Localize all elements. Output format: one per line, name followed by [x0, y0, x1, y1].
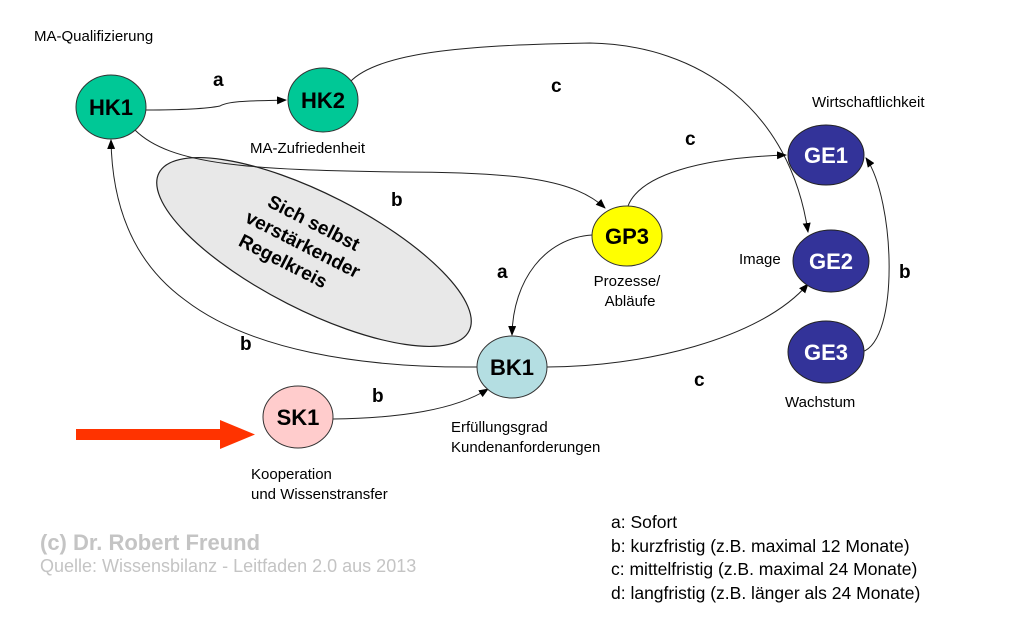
node-hk1[interactable]: HK1 [75, 74, 147, 140]
edge-label-bk1-ge2: c [694, 370, 705, 391]
entry-arrow-head [220, 420, 255, 449]
edge-label-hk2-ge2: c [551, 76, 562, 97]
node-bk1-shape[interactable] [476, 335, 548, 399]
node-ge1-label: GE1 [804, 143, 848, 168]
edge-sk1-bk1 [332, 388, 489, 420]
caption-hk1: MA-Qualifizierung [34, 28, 153, 45]
node-ge3[interactable]: GE3 [787, 320, 865, 384]
edge-hk1-hk2 [145, 96, 287, 111]
node-captions: MA-Qualifizierung MA-Zufriedenheit Proze… [34, 28, 925, 503]
edge-gp3-ge1 [627, 151, 787, 207]
edge-ge3-ge1 [861, 157, 890, 353]
node-sk1-shape[interactable] [262, 385, 334, 449]
caption-bk1-line-1: Erfüllungsgrad [451, 419, 548, 436]
edge-bk1-ge2 [546, 283, 809, 368]
caption-ge3: Wachstum [785, 394, 855, 411]
node-gp3-label: GP3 [605, 224, 649, 249]
entry-arrow [76, 420, 255, 449]
caption-sk1-line-2: und Wissenstransfer [251, 486, 388, 503]
node-hk1-label: HK1 [89, 95, 133, 120]
node-ge2[interactable]: GE2 [792, 229, 870, 293]
edges [107, 42, 890, 420]
legend-item-d: d: langfristig (z.B. länger als 24 Monat… [611, 582, 921, 603]
edge-label-ge3-ge1: b [899, 262, 911, 283]
copyright-author: (c) Dr. Robert Freund [40, 530, 261, 555]
node-gp3[interactable]: GP3 [591, 205, 663, 267]
node-hk2-label: HK2 [301, 88, 345, 113]
node-ge2-shape[interactable] [792, 229, 870, 293]
edge-label-gp3-ge1: c [685, 129, 696, 150]
reinforcing-loop: Sich selbst verstärkender Regelkreis [156, 157, 472, 347]
node-gp3-shape[interactable] [591, 205, 663, 267]
edge-label-gp3-bk1: a [497, 262, 508, 283]
caption-gp3-line-1: Prozesse/ [594, 273, 662, 290]
node-ge1[interactable]: GE1 [787, 124, 865, 186]
timeframe-legend: a: Sofort b: kurzfristig (z.B. maximal 1… [611, 511, 920, 605]
edge-label-hk1-hk2: a [213, 70, 224, 91]
source-citation: Quelle: Wissensbilanz - Leitfaden 2.0 au… [40, 556, 417, 576]
node-ge1-shape[interactable] [787, 124, 865, 186]
node-bk1-label: BK1 [490, 355, 534, 380]
node-ge2-label: GE2 [809, 249, 853, 274]
edge-gp3-bk1 [508, 234, 593, 336]
edge-bk1-hk1 [107, 139, 478, 368]
caption-gp3-line-2: Abläufe [605, 293, 656, 310]
node-ge3-shape[interactable] [787, 320, 865, 384]
caption-bk1-line-2: Kundenanforderungen [451, 439, 600, 456]
caption-ge2: Image [739, 251, 781, 268]
reinforcing-loop-shape [156, 157, 472, 347]
legend-item-a: a: Sofort [611, 512, 678, 532]
node-hk2-shape[interactable] [287, 67, 359, 133]
node-hk1-shape[interactable] [75, 74, 147, 140]
caption-sk1-line-1: Kooperation [251, 466, 332, 483]
node-hk2[interactable]: HK2 [287, 67, 359, 133]
edge-hk2-ge2 [349, 42, 811, 233]
node-sk1[interactable]: SK1 [262, 385, 334, 449]
node-sk1-label: SK1 [277, 405, 320, 430]
legend-item-b: b: kurzfristig (z.B. maximal 12 Monate) [611, 535, 910, 556]
caption-hk2: MA-Zufriedenheit [250, 140, 366, 157]
entry-arrow-shaft [76, 429, 222, 440]
caption-ge1: Wirtschaftlichkeit [812, 94, 925, 111]
edge-labels: a c b c a b c b b [213, 70, 911, 407]
edge-label-hk1-gp3: b [391, 190, 403, 211]
node-bk1[interactable]: BK1 [476, 335, 548, 399]
edge-label-bk1-hk1: b [240, 334, 252, 355]
edge-label-sk1-bk1: b [372, 386, 384, 407]
edge-hk1-gp3 [134, 129, 606, 209]
legend-item-c: c: mittelfristig (z.B. maximal 24 Monate… [611, 559, 918, 579]
node-ge3-label: GE3 [804, 340, 848, 365]
